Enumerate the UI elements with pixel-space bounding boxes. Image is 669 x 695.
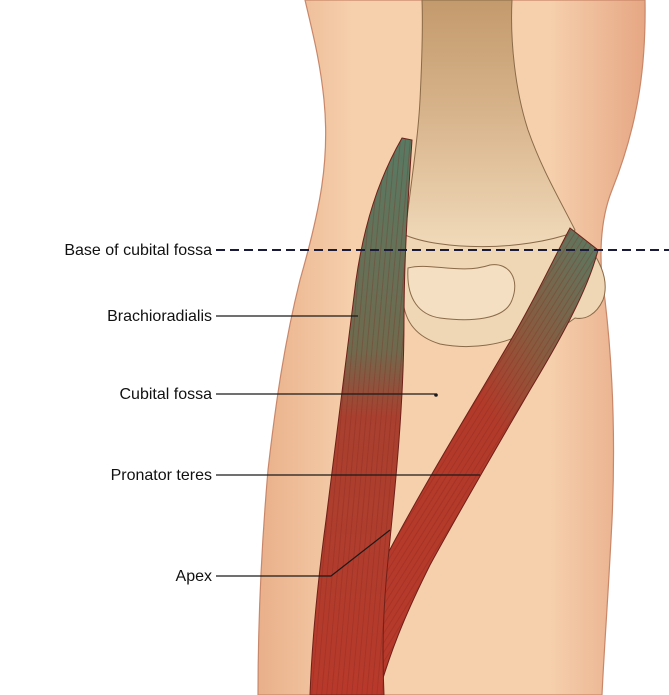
label-cubital-fossa: Cubital fossa xyxy=(120,387,213,403)
label-pronator-teres: Pronator teres xyxy=(111,468,212,484)
label-apex: Apex xyxy=(176,569,212,585)
trochlea xyxy=(408,265,515,320)
cubital-fossa-point xyxy=(434,393,438,397)
label-brachioradialis: Brachioradialis xyxy=(107,309,212,325)
label-base-of-cubital-fossa: Base of cubital fossa xyxy=(64,243,212,259)
